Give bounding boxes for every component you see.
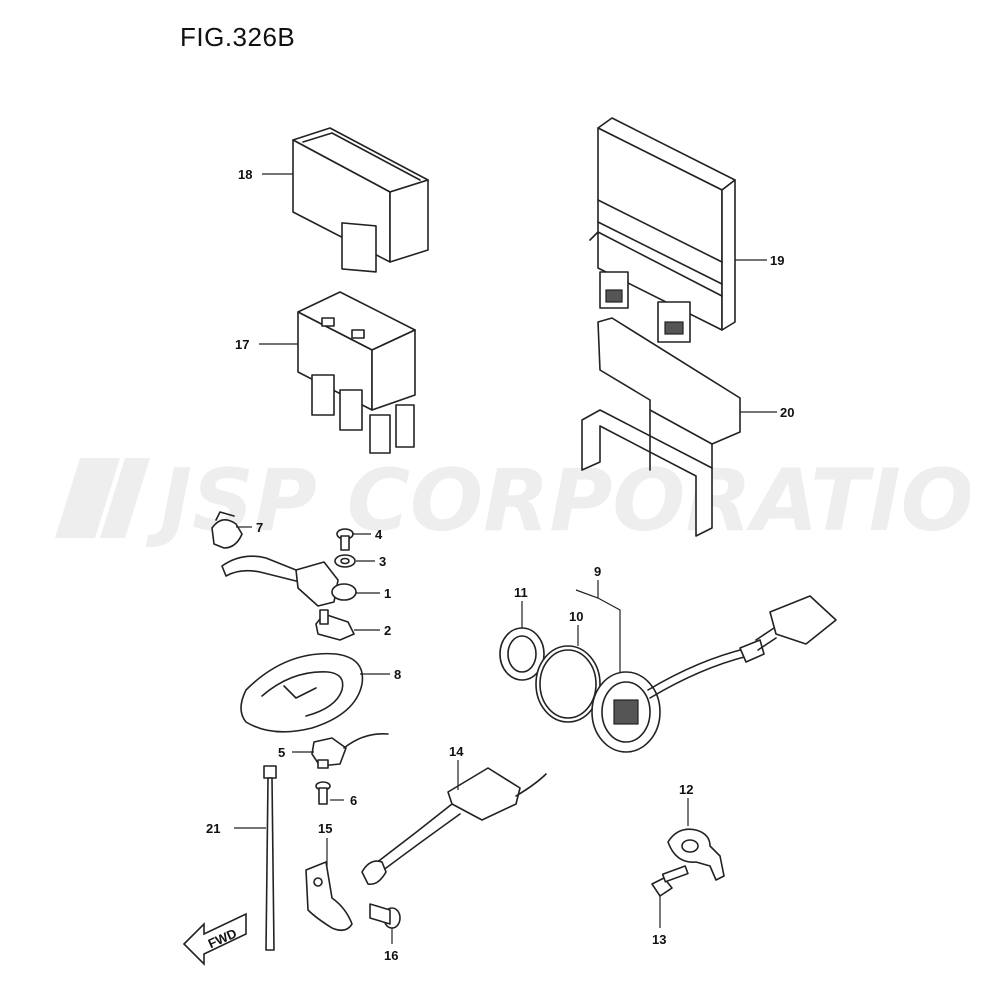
part-17-module[interactable]: [297, 291, 416, 454]
watermark-logo-icon: [55, 458, 150, 538]
callout-9: 9: [594, 564, 601, 579]
callout-16: 16: [384, 948, 398, 963]
callout-12: 12: [679, 782, 693, 797]
callout-1: 1: [384, 586, 391, 601]
callout-5: 5: [278, 745, 285, 760]
part-19-ecu[interactable]: [589, 117, 736, 343]
callout-21: 21: [206, 821, 220, 836]
callout-18: 18: [238, 167, 252, 182]
part-10-o-ring[interactable]: [535, 645, 601, 723]
part-20-bracket[interactable]: [581, 317, 741, 537]
part-12-clamp[interactable]: [667, 828, 725, 881]
part-21-cable-tie[interactable]: [263, 765, 277, 951]
leader-lines: [234, 173, 777, 944]
callout-14: 14: [449, 744, 464, 759]
callout-15: 15: [318, 821, 332, 836]
part-5-switch[interactable]: [311, 732, 389, 769]
callout-7: 7: [256, 520, 263, 535]
callout-19: 19: [770, 253, 784, 268]
callout-20: 20: [780, 405, 794, 420]
fwd-label: FWD: [206, 926, 239, 952]
callout-6: 6: [350, 793, 357, 808]
part-2-seal[interactable]: [315, 609, 355, 641]
fwd-arrow-icon: FWD: [182, 912, 247, 966]
part-8-cover[interactable]: [240, 652, 364, 733]
part-9-socket-harness[interactable]: [591, 595, 837, 753]
callout-17: 17: [235, 337, 249, 352]
callout-labels: 18 17 19 20 7 4 3 1 2 8 5 6 21 15 16 14 …: [206, 167, 794, 963]
part-7-clip[interactable]: [211, 511, 243, 549]
watermark: JSP CORPORATION: [55, 451, 970, 548]
part-4-screw[interactable]: [336, 528, 354, 551]
watermark-text: JSP CORPORATION: [145, 451, 970, 548]
part-15-bracket[interactable]: [305, 861, 353, 932]
callout-4: 4: [375, 527, 383, 542]
callout-8: 8: [394, 667, 401, 682]
part-11-gasket[interactable]: [499, 627, 545, 681]
callout-2: 2: [384, 623, 391, 638]
figure-title: FIG.326B: [180, 22, 296, 52]
part-3-washer[interactable]: [334, 554, 356, 568]
part-1-sensor[interactable]: [221, 555, 357, 607]
part-13-bolt[interactable]: [651, 865, 689, 897]
callout-11: 11: [514, 585, 528, 600]
part-14-harness[interactable]: [361, 767, 547, 886]
callout-3: 3: [379, 554, 386, 569]
part-18-cover[interactable]: [292, 127, 429, 273]
part-16-bolt[interactable]: [369, 903, 401, 929]
part-6-bolt[interactable]: [315, 781, 331, 805]
callout-13: 13: [652, 932, 666, 947]
callout-10: 10: [569, 609, 583, 624]
